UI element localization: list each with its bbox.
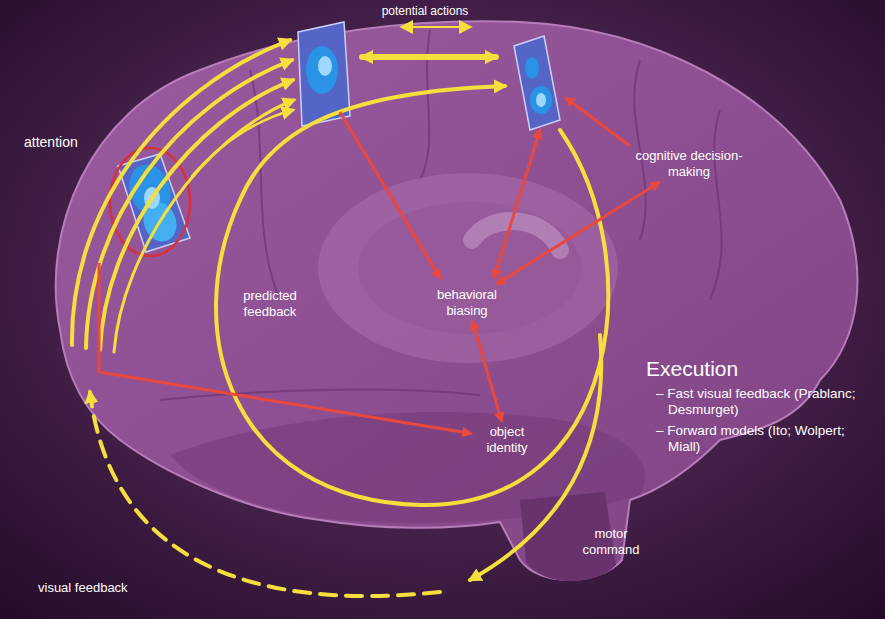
predicted-feedback-loop: [216, 86, 608, 505]
bullet-text: – Forward models (Ito; Wolpert; Miall): [656, 423, 861, 455]
biasing-label: behavioral biasing: [425, 287, 509, 318]
arrow-label: predicted feedback: [234, 288, 306, 319]
node-text: object identity: [474, 424, 540, 455]
activity-blob: [536, 93, 546, 107]
brain-outline: [56, 21, 858, 580]
basal-ganglia-curl: [472, 221, 560, 250]
motor-command-arrow: [470, 335, 601, 580]
limbic-inner: [358, 202, 582, 334]
arrow-label: visual feedback: [38, 580, 178, 596]
yellow-double-arrow: [362, 54, 496, 60]
activity-blob: [530, 86, 552, 114]
red-connector: [497, 182, 660, 284]
feedforward-arrows: [72, 27, 608, 596]
red-arrows: [340, 98, 630, 278]
identity-label: object identity: [474, 424, 540, 455]
bullet-text: – Fast visual feedback (Prablanc; Desmur…: [656, 386, 861, 418]
sulcus-line: [250, 70, 280, 300]
cortical-maps: [118, 22, 560, 252]
node-text: cognitive decision-making: [625, 148, 753, 179]
red-connector: [472, 321, 501, 421]
red-arrow: [340, 112, 440, 278]
red-arrow: [494, 130, 540, 278]
node-text: behavioral biasing: [425, 287, 509, 318]
arrow-label: motor command: [580, 526, 642, 557]
premotor-panel: [514, 36, 560, 130]
sulcus-line: [710, 110, 722, 300]
activity-blob: [525, 57, 539, 79]
activity-blob: [306, 46, 338, 94]
node-text: attention: [24, 134, 196, 151]
yellow-double-arrow: [402, 26, 470, 28]
attention-region: attention: [24, 134, 196, 260]
limbic-region: [318, 173, 618, 363]
sulci: [160, 30, 722, 400]
decision-label: cognitive decision-making: [625, 148, 753, 179]
activity-blob: [318, 56, 332, 76]
red-arrow: [566, 98, 630, 146]
yellow-arrow: [192, 110, 293, 176]
visual-feedback-arrow: [90, 392, 440, 596]
red-connector: [99, 263, 471, 434]
arrow-label: potential actions: [370, 4, 480, 18]
sulcus-line: [420, 30, 430, 180]
section-heading: Execution: [646, 356, 876, 381]
